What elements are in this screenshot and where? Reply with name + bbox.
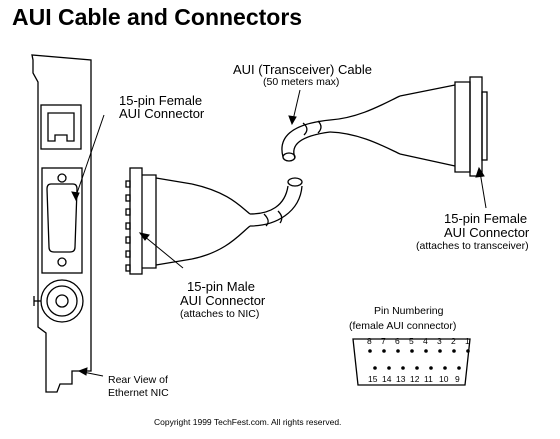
pin-number: 11 (424, 374, 433, 384)
nic-connector-label-line1: 15-pin Female (119, 93, 203, 108)
pin-number: 10 (439, 374, 449, 384)
cable-lower-curl (249, 177, 303, 227)
nic-connector-arrow (75, 114, 105, 197)
cable-label: AUI (Transceiver) Cable (233, 62, 372, 77)
cable-arrow (292, 89, 301, 121)
pin-numbering-outline (352, 338, 471, 386)
pin-number: 8 (367, 336, 372, 346)
pin-number: 6 (395, 336, 400, 346)
transceiver-aui-connector (399, 76, 488, 177)
transceiver-connector-label-line1: 15-pin Female (444, 211, 528, 226)
transceiver-connector-arrow (479, 171, 487, 209)
nic-bracket (31, 54, 92, 393)
pin-number: 12 (410, 374, 420, 384)
pin-number: 1 (465, 336, 470, 346)
pin-number: 9 (455, 374, 460, 384)
male-aui-connector (125, 167, 251, 275)
pin-number: 14 (382, 374, 392, 384)
nic-label-line2: Ethernet NIC (108, 387, 169, 399)
pin-number: 2 (451, 336, 456, 346)
transceiver-connector-label-line2: AUI Connector (444, 225, 530, 240)
pin-number: 13 (396, 374, 406, 384)
pin-numbering-subtitle: (female AUI connector) (349, 320, 457, 332)
nic-aui-female-port (41, 167, 83, 274)
pin-number: 7 (381, 336, 386, 346)
male-connector-label-line2: AUI Connector (180, 293, 266, 308)
nic-connector-label-line2: AUI Connector (119, 106, 205, 121)
copyright-notice: Copyright 1999 TechFest.com. All rights … (154, 417, 342, 427)
pin-number: 4 (423, 336, 428, 346)
rj45-port (40, 104, 82, 150)
male-connector-arrow (143, 235, 184, 269)
male-connector-label-line1: 15-pin Male (187, 279, 255, 294)
pin-number: 3 (437, 336, 442, 346)
nic-label-line1: Rear View of (108, 374, 168, 386)
cable-length-note: (50 meters max) (263, 76, 340, 88)
cable-upper-curl (281, 95, 401, 162)
pin-number: 5 (409, 336, 414, 346)
pin-number: 15 (368, 374, 378, 384)
pin-dots (368, 349, 470, 370)
pin-numbering-title: Pin Numbering (374, 305, 444, 317)
transceiver-connector-note: (attaches to transceiver) (416, 240, 529, 252)
bnc-port (33, 279, 84, 323)
male-connector-note: (attaches to NIC) (180, 308, 260, 320)
diagram-title: AUI Cable and Connectors (12, 4, 303, 30)
